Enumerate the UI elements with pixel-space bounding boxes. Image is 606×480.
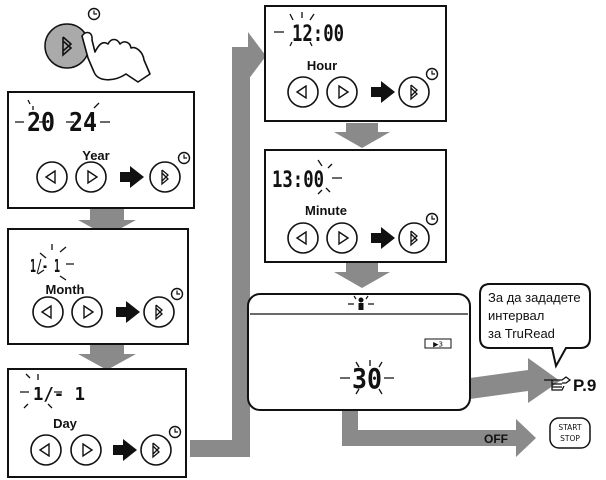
next-arrow-icon bbox=[116, 301, 140, 323]
bluetooth-icon bbox=[62, 36, 73, 57]
bluetooth-button[interactable] bbox=[398, 76, 430, 108]
bluetooth-button[interactable] bbox=[398, 222, 430, 254]
callout-bubble bbox=[479, 283, 591, 369]
bluetooth-button[interactable] bbox=[149, 161, 181, 193]
start-stop-line-1: START bbox=[558, 423, 582, 432]
right-arrow-icon bbox=[87, 169, 99, 185]
right-arrow-button[interactable] bbox=[326, 76, 358, 108]
truread-callout: За да зададете интервал за TruRead bbox=[479, 283, 591, 369]
left-arrow-button[interactable] bbox=[32, 296, 64, 328]
interval-value: 30 bbox=[352, 362, 382, 395]
next-arrow-icon bbox=[371, 227, 395, 249]
day-step: 1/- 1 Day bbox=[7, 368, 187, 478]
flow-arrow-screen-off bbox=[342, 398, 536, 457]
right-arrow-button[interactable] bbox=[70, 434, 102, 466]
next-arrow-icon bbox=[371, 81, 395, 103]
callout-line-3: за TruRead bbox=[488, 326, 555, 341]
callout-line-1: За да зададете bbox=[488, 290, 581, 305]
start-stop-line-2: STOP bbox=[560, 434, 580, 443]
month-label: Month bbox=[46, 282, 85, 297]
right-arrow-icon bbox=[338, 84, 350, 100]
clock-icon bbox=[425, 67, 439, 81]
hand-pointer-icon bbox=[81, 31, 151, 83]
hour-display: 12:00 bbox=[292, 22, 344, 47]
screen-frame bbox=[247, 293, 471, 411]
bluetooth-press bbox=[44, 7, 151, 83]
month-display: 1/- 1 bbox=[30, 256, 60, 277]
right-arrow-button[interactable] bbox=[71, 296, 103, 328]
clock-icon bbox=[425, 212, 439, 226]
blink-marks bbox=[274, 12, 315, 47]
person-icon bbox=[358, 297, 364, 310]
bluetooth-icon bbox=[410, 84, 418, 101]
blink-marks bbox=[15, 99, 110, 123]
bluetooth-icon bbox=[161, 169, 169, 186]
clock-icon bbox=[170, 287, 184, 301]
left-arrow-icon bbox=[44, 169, 56, 185]
next-arrow-icon bbox=[113, 439, 137, 461]
minute-display: 13:00 bbox=[272, 168, 324, 193]
right-arrow-icon bbox=[82, 442, 94, 458]
minute-step: 13:00 Minute bbox=[264, 149, 447, 263]
day-label: Day bbox=[53, 416, 78, 431]
page-ref-label: P.9 bbox=[573, 376, 596, 395]
clock-icon bbox=[87, 7, 101, 21]
right-arrow-icon bbox=[338, 230, 350, 246]
bluetooth-icon bbox=[155, 304, 163, 321]
bluetooth-icon bbox=[410, 230, 418, 247]
blink-marks bbox=[20, 373, 62, 409]
left-arrow-button[interactable] bbox=[287, 222, 319, 254]
blink-marks bbox=[37, 244, 74, 281]
blink-marks bbox=[348, 295, 374, 305]
pointing-hand-icon bbox=[544, 376, 572, 391]
left-arrow-button[interactable] bbox=[36, 161, 68, 193]
flow-arrow-hour-minute bbox=[334, 123, 390, 148]
off-label: OFF bbox=[484, 432, 508, 446]
callout-line-2: интервал bbox=[488, 308, 544, 323]
bluetooth-icon bbox=[152, 442, 160, 459]
year-display: 20 24 bbox=[27, 108, 97, 138]
left-arrow-icon bbox=[295, 230, 307, 246]
right-arrow-button[interactable] bbox=[326, 222, 358, 254]
left-arrow-button[interactable] bbox=[30, 434, 62, 466]
right-arrow-icon bbox=[83, 304, 95, 320]
playback-badge-text: ▶3 bbox=[433, 341, 443, 349]
page-reference: P.9 bbox=[544, 376, 596, 395]
left-arrow-icon bbox=[295, 84, 307, 100]
blink-marks bbox=[317, 159, 342, 195]
flow-arrow-year-month bbox=[78, 209, 136, 236]
year-label: Year bbox=[82, 148, 109, 163]
right-arrow-button[interactable] bbox=[75, 161, 107, 193]
clock-icon bbox=[168, 425, 182, 439]
start-stop-button[interactable]: START STOP bbox=[549, 417, 591, 449]
year-step: 20 24 Year bbox=[7, 91, 195, 209]
flow-arrow-month-day bbox=[78, 345, 136, 370]
bluetooth-button[interactable] bbox=[143, 296, 175, 328]
bluetooth-button[interactable] bbox=[140, 434, 172, 466]
flow-arrow-screen-page bbox=[470, 358, 560, 403]
next-arrow-icon bbox=[120, 166, 144, 188]
interval-screen: ▶3 30 bbox=[247, 293, 471, 411]
left-arrow-icon bbox=[38, 442, 50, 458]
clock-icon bbox=[177, 151, 191, 165]
minute-label: Minute bbox=[305, 203, 347, 218]
day-display: 1/- 1 bbox=[33, 384, 85, 405]
month-step: 1/- 1 Month bbox=[7, 228, 189, 345]
hour-label: Hour bbox=[307, 58, 337, 73]
left-arrow-icon bbox=[40, 304, 52, 320]
bluetooth-button[interactable] bbox=[44, 23, 90, 69]
playback-badge bbox=[424, 338, 452, 349]
left-arrow-button[interactable] bbox=[287, 76, 319, 108]
flow-arrow-minute-screen bbox=[334, 263, 390, 288]
blink-marks bbox=[340, 360, 394, 395]
hour-step: 12:00 Hour bbox=[264, 5, 447, 122]
